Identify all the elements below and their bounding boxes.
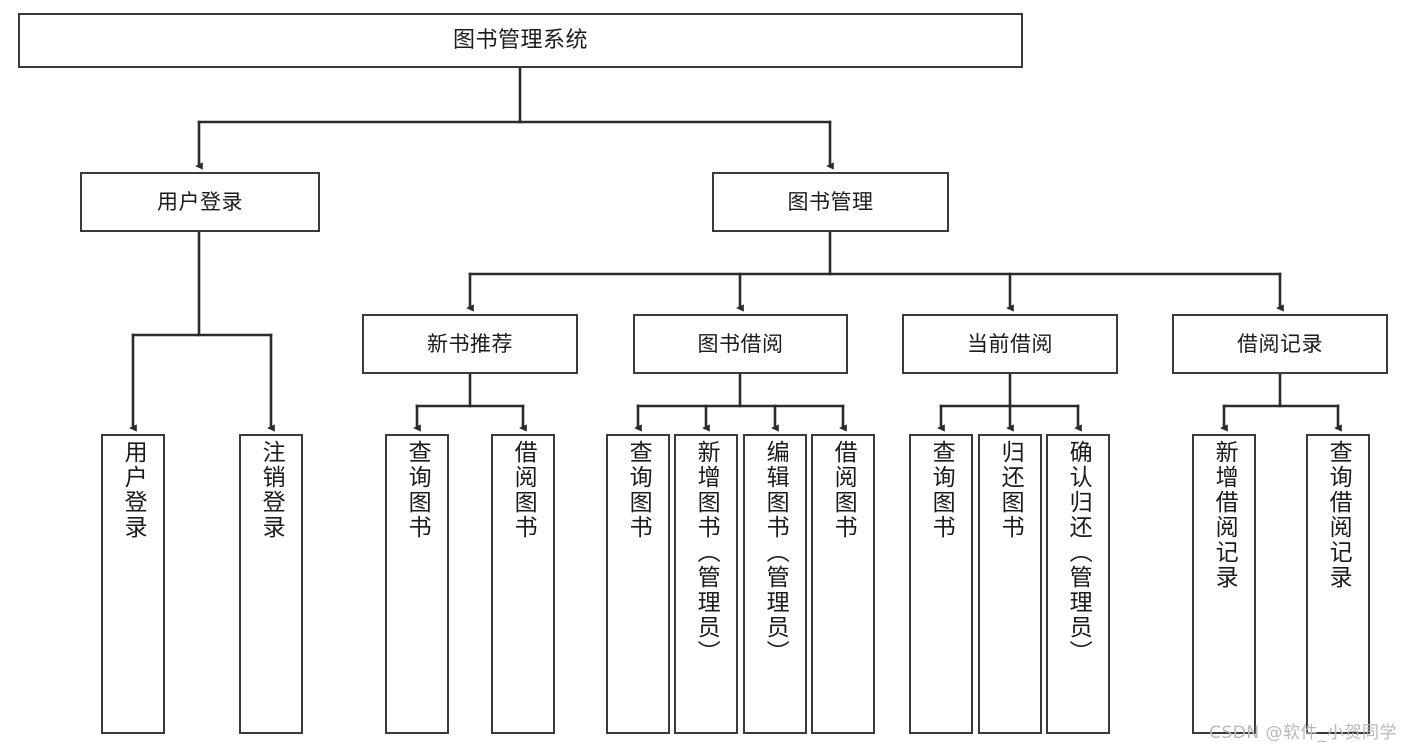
node-label: 注销登录 <box>258 440 285 540</box>
leaf-query-book-current[interactable]: 查询图书 <box>909 434 973 734</box>
node-label: 归还图书 <box>997 440 1024 540</box>
leaf-query-book-borrow[interactable]: 查询图书 <box>606 434 670 734</box>
leaf-logout[interactable]: 注销登录 <box>239 434 303 734</box>
node-label: 用户登录 <box>120 440 147 540</box>
node-new-book-recommend[interactable]: 新书推荐 <box>362 314 578 374</box>
node-label: 用户登录 <box>157 189 243 214</box>
node-user-login[interactable]: 用户登录 <box>80 172 320 232</box>
leaf-query-borrow-record[interactable]: 查询借阅记录 <box>1306 434 1370 734</box>
node-label: 编辑图书（管理员） <box>762 440 789 665</box>
node-label: 当前借阅 <box>967 331 1053 356</box>
node-label: 图书借阅 <box>697 331 784 356</box>
node-label: 借阅图书 <box>510 440 537 540</box>
node-label: 确认归还（管理员） <box>1065 440 1092 665</box>
leaf-borrow-book[interactable]: 借阅图书 <box>811 434 875 734</box>
leaf-edit-book-admin[interactable]: 编辑图书（管理员） <box>743 434 807 734</box>
node-label: 新增借阅记录 <box>1211 440 1238 590</box>
leaf-user-login[interactable]: 用户登录 <box>101 434 165 734</box>
leaf-add-book-admin[interactable]: 新增图书（管理员） <box>674 434 738 734</box>
node-label: 新书推荐 <box>427 331 513 356</box>
node-label: 查询图书 <box>928 440 955 540</box>
leaf-borrow-book-recommend[interactable]: 借阅图书 <box>491 434 555 734</box>
node-book-borrow[interactable]: 图书借阅 <box>633 314 848 374</box>
node-label: 新增图书（管理员） <box>693 440 720 665</box>
node-label: 图书管理系统 <box>452 27 588 53</box>
node-label: 查询借阅记录 <box>1325 440 1352 590</box>
node-borrow-record[interactable]: 借阅记录 <box>1172 314 1388 374</box>
node-book-management[interactable]: 图书管理 <box>712 172 949 232</box>
node-label: 图书管理 <box>787 189 874 214</box>
node-label: 查询图书 <box>404 440 431 540</box>
watermark: CSDN @软件_小贺同学 <box>1209 723 1397 743</box>
node-root-book-management-system[interactable]: 图书管理系统 <box>18 13 1023 68</box>
node-label: 查询图书 <box>625 440 652 540</box>
leaf-add-borrow-record[interactable]: 新增借阅记录 <box>1192 434 1256 734</box>
leaf-confirm-return-admin[interactable]: 确认归还（管理员） <box>1046 434 1110 734</box>
leaf-query-book-recommend[interactable]: 查询图书 <box>385 434 449 734</box>
node-label: 借阅图书 <box>830 440 857 540</box>
node-label: 借阅记录 <box>1237 331 1323 356</box>
node-current-borrow[interactable]: 当前借阅 <box>902 314 1118 374</box>
leaf-return-book[interactable]: 归还图书 <box>978 434 1042 734</box>
